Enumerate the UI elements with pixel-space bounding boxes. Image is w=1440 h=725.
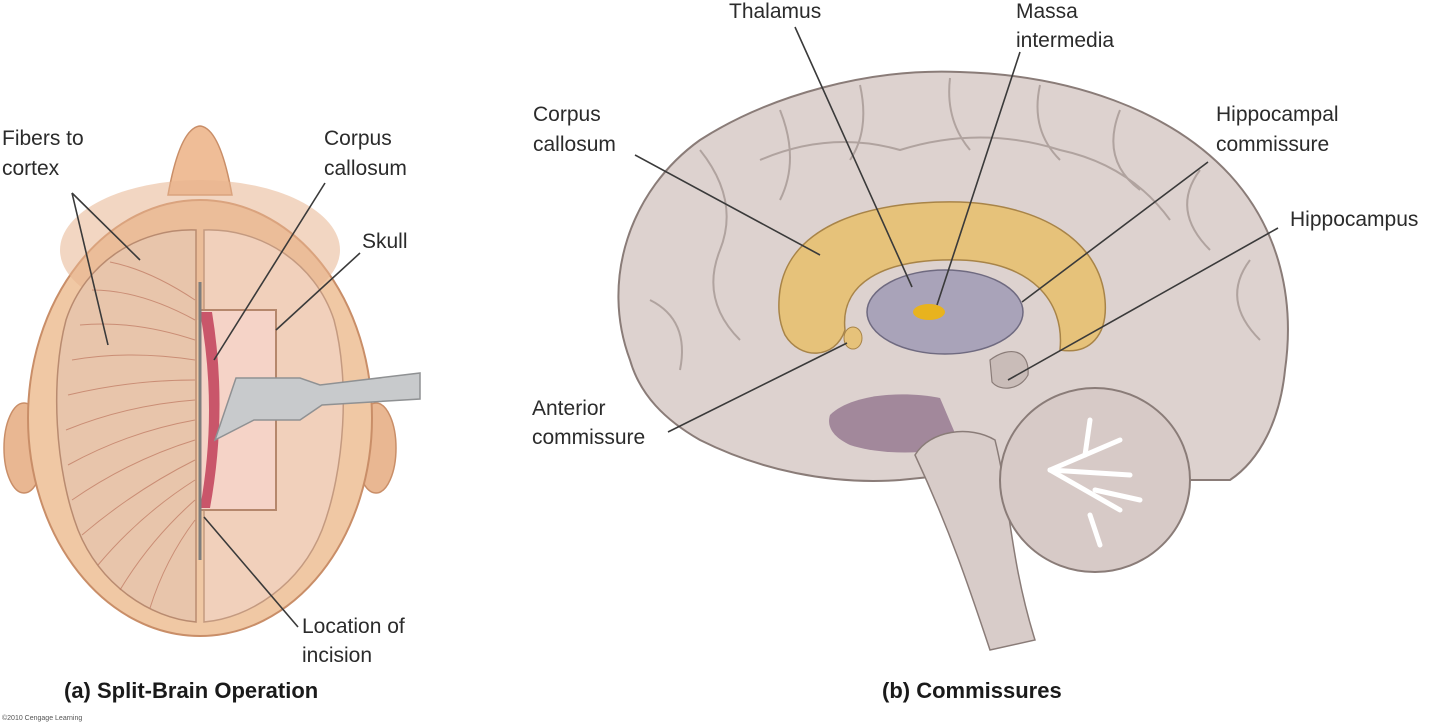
cortical-fibers [65, 261, 196, 609]
label-thalamus: Thalamus [729, 0, 821, 23]
label-fibers-to-cortex: Fibers to cortex [2, 127, 90, 180]
surgical-retractor [213, 372, 421, 442]
left-hemisphere [55, 229, 197, 623]
caption-panel-a: (a) Split-Brain Operation [64, 678, 318, 703]
label-location-of-incision: Location of incision [302, 615, 411, 667]
cerebellum [999, 387, 1191, 573]
anterior-commissure [843, 326, 863, 350]
panel-a-split-brain-illustration [3, 125, 421, 637]
label-corpus-callosum-b: Corpus callosum [533, 103, 616, 156]
midbrain-region [829, 394, 960, 453]
label-massa-intermedia: Massa intermedia [1016, 0, 1114, 52]
gyri [649, 77, 1261, 371]
nose [167, 125, 233, 196]
hippocampus [989, 351, 1029, 389]
arbor-vitae [1047, 417, 1143, 548]
massa-intermedia [913, 304, 945, 320]
label-anterior-commissure: Anterior commissure [532, 397, 645, 449]
label-skull: Skull [362, 230, 408, 253]
panel-b-brain-sagittal-illustration [617, 70, 1289, 651]
corpus-callosum [778, 201, 1107, 354]
label-hippocampus: Hippocampus [1290, 208, 1418, 231]
caption-panel-b: (b) Commissures [882, 678, 1062, 703]
brainstem [914, 430, 1036, 651]
label-hippocampal-commissure: Hippocampal commissure [1216, 103, 1344, 156]
copyright-notice: ©2010 Cengage Learning [2, 714, 82, 722]
label-corpus-callosum-a: Corpus callosum [324, 127, 407, 180]
corpus-callosum-incision [200, 312, 220, 508]
panel-b-leader-lines [634, 26, 1279, 433]
panel-a-leader-lines [71, 182, 361, 628]
